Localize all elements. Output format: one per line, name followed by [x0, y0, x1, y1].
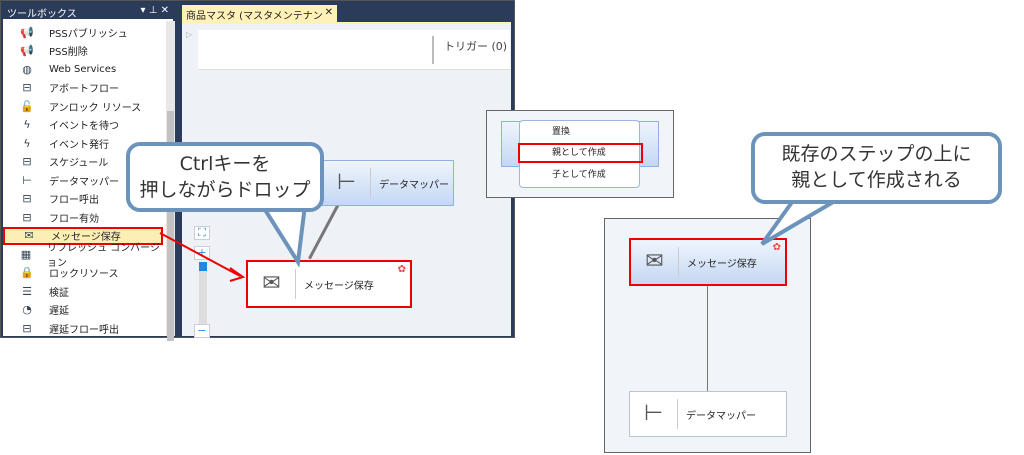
zoom-in-button[interactable]: +	[194, 246, 210, 260]
node-label: メッセージ保存	[687, 258, 757, 270]
unlock-icon: 🔓	[20, 99, 34, 113]
menu-item-create-as-parent[interactable]: 親として作成	[518, 143, 643, 163]
callout-tail	[258, 203, 308, 268]
callout-ctrl-drop: Ctrlキーを 押しながらドロップ	[126, 142, 324, 212]
toolbox-item-label: PSSパブリッシュ	[49, 28, 128, 40]
toolbox-item[interactable]: ▦ リフレッシュ コンバージョン	[3, 243, 163, 269]
node-message-save-dropped[interactable]: ✉ メッセージ保存 ✿	[246, 260, 412, 308]
toolbox-item-label: ロックリソース	[49, 269, 119, 280]
toolbox-item-label: 遅延	[49, 306, 69, 317]
toolbox-item[interactable]: ⊟ スケジュール	[3, 153, 163, 171]
callout-text: 既存のステップの上に	[781, 143, 972, 165]
data-mapper-icon: ⊢	[323, 167, 371, 199]
toolbox-item[interactable]: ◍ Web Services	[3, 60, 163, 78]
flow-schedule-icon: ⊟	[22, 155, 32, 168]
toolbox-item-label: Web Services	[49, 63, 117, 75]
message-save-icon: ✉	[631, 246, 679, 278]
toolbox-item[interactable]: ϟ イベント発行	[3, 134, 163, 152]
toolbox-item[interactable]: ☰ 検証	[3, 282, 163, 300]
close-icon[interactable]: ✕	[160, 5, 169, 16]
zoom-fit-button[interactable]: ⛶	[194, 226, 210, 240]
toolbox-item-label: PSS削除	[49, 47, 88, 58]
context-menu: 置換 親として作成 子として作成	[518, 120, 643, 188]
callout-result: 既存のステップの上に 親として作成される	[751, 132, 1002, 204]
callout-text: Ctrlキーを	[179, 153, 271, 175]
toolbox-item-label: データマッパー	[49, 176, 119, 188]
zoom-slider[interactable]	[199, 262, 207, 324]
toolbox-item-label: スケジュール	[49, 158, 109, 169]
trigger-label[interactable]: トリガー (0)	[444, 40, 508, 53]
flow-check-icon: ⊟	[22, 210, 32, 224]
toolbox-item[interactable]: 🔒 ロックリソース	[3, 264, 163, 282]
connector-line	[707, 285, 708, 391]
toolbox-item[interactable]: ⊟ 遅延フロー呼出	[3, 319, 163, 337]
delay-flow-icon: ⊟	[22, 321, 32, 335]
toolbox-header: ツールボックス ▾ ⊥ ✕	[3, 3, 173, 20]
delay-icon: ◔	[22, 303, 32, 316]
red-arrow	[159, 232, 241, 277]
message-save-icon: ✉	[24, 229, 34, 242]
tab-close-icon[interactable]: ✕	[324, 7, 333, 18]
toolbox-item-label: イベントを待つ	[49, 121, 119, 132]
node-label: データマッパー	[686, 410, 756, 422]
arrow-head-icon	[229, 267, 246, 282]
toolbox-item[interactable]: 🔓 アンロック リソース	[3, 97, 163, 115]
scrollbar-thumb[interactable]	[167, 111, 174, 341]
pin-icon[interactable]: ⊥	[148, 5, 158, 16]
message-save-icon: ✉	[248, 268, 296, 300]
flow-abort-icon: ⊟	[22, 81, 32, 94]
gear-icon[interactable]: ✿	[397, 264, 406, 275]
menu-item-create-as-child[interactable]: 子として作成	[552, 170, 606, 180]
lightning-icon: ϟ	[23, 136, 31, 150]
flow-call-icon: ⊟	[22, 192, 32, 205]
data-mapper-icon: ⊢	[22, 173, 32, 187]
flow-canvas[interactable]: ▷ トリガー (0) ⊢ データマッパー ✉ メッセージ保存 ✿ ⛶ + −	[182, 22, 511, 338]
toolbox-item-label: 遅延フロー呼出	[49, 324, 119, 336]
toolbox-item[interactable]: ⊢ データマッパー	[3, 171, 163, 189]
node-message-save-parent[interactable]: ✉ メッセージ保存 ✿	[629, 238, 787, 286]
menu-item-replace[interactable]: 置換	[552, 127, 571, 137]
refresh-icon: ▦	[20, 247, 32, 261]
toolbox-title: ツールボックス	[7, 9, 77, 20]
gear-icon[interactable]: ✿	[772, 242, 781, 253]
expand-arrow-icon[interactable]: ▷	[186, 30, 193, 39]
toolbox-item[interactable]: ⊟ フロー呼出	[3, 190, 163, 208]
toolbox-item-label: フロー有効	[49, 213, 99, 225]
toolbox-item-label: アンロック リソース	[49, 102, 142, 114]
toolbox-item-label: イベント発行	[49, 139, 109, 151]
lock-icon: 🔒	[20, 266, 34, 279]
node-label: データマッパー	[379, 179, 449, 191]
callout-text: 親として作成される	[791, 169, 962, 191]
trigger-panel: トリガー (0)	[198, 30, 510, 70]
node-data-mapper-child[interactable]: ⊢ データマッパー	[629, 391, 787, 437]
toolbox-item-label: メッセージ保存	[51, 232, 121, 243]
callout-tail	[760, 196, 848, 246]
toolbox-item[interactable]: 📢 PSS削除	[3, 42, 163, 60]
dropdown-icon[interactable]: ▾	[140, 5, 146, 16]
toolbox-item-label: アボートフロー	[49, 84, 119, 95]
toolbox-item[interactable]: ✉ メッセージ保存	[3, 226, 163, 245]
callout-text: 押しながらドロップ	[139, 179, 311, 201]
toolbox-item[interactable]: ⊟ フロー有効	[3, 208, 163, 226]
megaphone-delete-icon: 📢	[20, 44, 34, 57]
toolbox-item-label: リフレッシュ コンバージョン	[46, 243, 160, 269]
toolbox-item[interactable]: ϟ イベントを待つ	[3, 116, 163, 134]
event-wait-icon: ϟ	[23, 118, 31, 131]
megaphone-icon: 📢	[20, 25, 34, 39]
node-label: メッセージ保存	[304, 280, 374, 292]
toolbox-item[interactable]: 📢 PSSパブリッシュ	[3, 23, 163, 41]
zoom-out-button[interactable]: −	[194, 324, 210, 338]
globe-gear-icon: ◍	[22, 62, 32, 76]
toolbox-item[interactable]: ⊟ アボートフロー	[3, 79, 163, 97]
validate-icon: ☰	[22, 284, 32, 298]
data-mapper-icon: ⊢	[630, 398, 678, 430]
toolbox-item-label: フロー呼出	[49, 195, 99, 206]
result-canvas: ✉ メッセージ保存 ✿ ⊢ データマッパー	[604, 218, 811, 453]
toolbox-item-label: 検証	[49, 287, 69, 299]
toolbox-item[interactable]: ◔ 遅延	[3, 301, 163, 319]
